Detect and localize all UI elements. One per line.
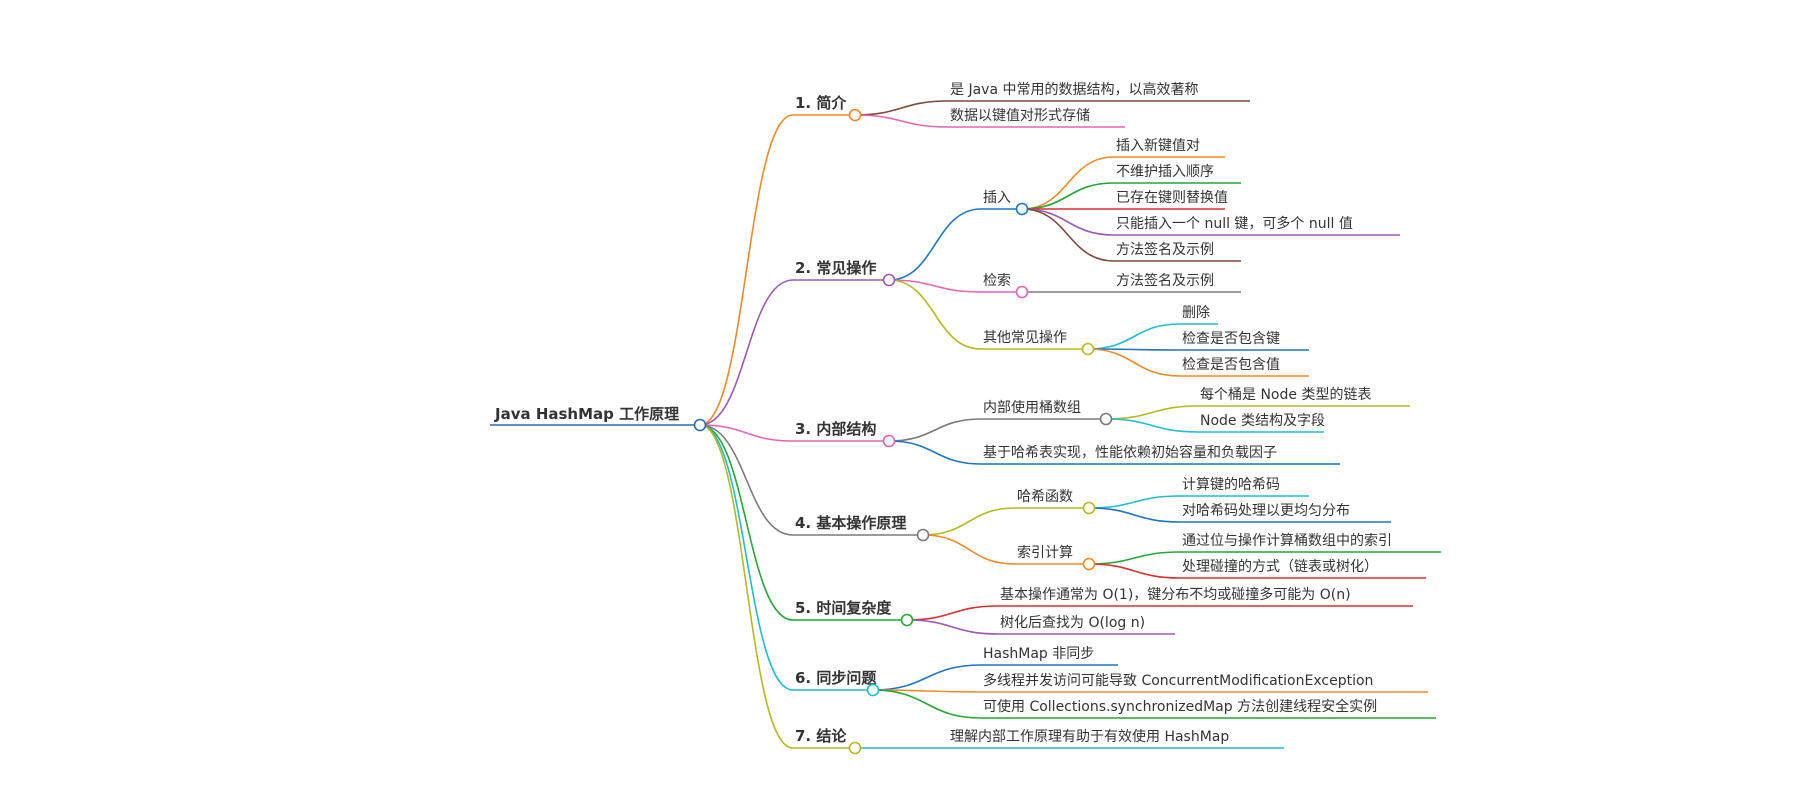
link-child-4-1-leaf-2 bbox=[1088, 507, 1181, 523]
collapse-dot-branch-5[interactable] bbox=[900, 613, 914, 627]
child-label-3-1: 内部使用桶数组 bbox=[983, 399, 1081, 416]
collapse-dot-branch-1[interactable] bbox=[848, 108, 862, 122]
link-root-branch-7 bbox=[699, 424, 794, 749]
link-root-branch-6 bbox=[699, 424, 794, 691]
link-branch-6-child-1 bbox=[872, 664, 982, 691]
link-child-2-3-leaf-1 bbox=[1087, 323, 1181, 350]
child-label-3-2: 基于哈希表实现，性能依赖初始容量和负载因子 bbox=[983, 444, 1277, 461]
link-branch-3-child-1 bbox=[888, 418, 982, 442]
collapse-dot-branch-4[interactable] bbox=[916, 528, 930, 542]
collapse-dot-branch-7[interactable] bbox=[848, 741, 862, 755]
child-label-6-1: HashMap 非同步 bbox=[983, 646, 1094, 662]
branch-label-6: 6. 同步问题 bbox=[795, 669, 877, 687]
mindmap-links bbox=[490, 100, 1441, 749]
link-branch-6-child-2 bbox=[872, 689, 982, 693]
leaf-label-4-1-1: 计算键的哈希码 bbox=[1182, 477, 1280, 493]
leaf-label-3-1-2: Node 类结构及字段 bbox=[1200, 413, 1325, 429]
branch-label-1: 1. 简介 bbox=[795, 94, 847, 112]
child-label-6-3: 可使用 Collections.synchronizedMap 方法创建线程安全… bbox=[983, 698, 1377, 715]
leaf-label-2-3-2: 检查是否包含键 bbox=[1182, 331, 1280, 347]
link-child-2-1-leaf-4 bbox=[1021, 208, 1115, 236]
leaf-label-2-1-4: 只能插入一个 null 键，可多个 null 值 bbox=[1116, 215, 1353, 232]
link-child-2-1-leaf-1 bbox=[1021, 156, 1115, 210]
link-branch-6-child-3 bbox=[872, 689, 982, 719]
child-label-4-2: 索引计算 bbox=[1017, 544, 1073, 561]
link-root-branch-1 bbox=[699, 114, 794, 426]
leaf-label-2-1-3: 已存在键则替换值 bbox=[1116, 189, 1228, 206]
link-branch-5-child-1 bbox=[906, 605, 999, 621]
leaf-label-2-1-1: 插入新键值对 bbox=[1116, 138, 1200, 154]
leaf-label-2-3-1: 删除 bbox=[1182, 305, 1210, 321]
leaf-label-2-1-5: 方法签名及示例 bbox=[1116, 241, 1214, 258]
collapse-dot-3-1[interactable] bbox=[1099, 412, 1113, 426]
child-label-6-2: 多线程并发访问可能导致 ConcurrentModificationExcept… bbox=[983, 672, 1373, 689]
collapse-dot-branch-2[interactable] bbox=[882, 273, 896, 287]
child-label-2-2: 检索 bbox=[983, 272, 1011, 289]
child-label-2-3: 其他常见操作 bbox=[983, 330, 1067, 346]
branch-label-2: 2. 常见操作 bbox=[795, 259, 876, 277]
link-root-branch-5 bbox=[699, 424, 794, 621]
leaf-label-2-2-1: 方法签名及示例 bbox=[1116, 272, 1214, 289]
leaf-label-4-2-1: 通过位与操作计算桶数组中的索引 bbox=[1182, 532, 1392, 549]
link-child-4-1-leaf-1 bbox=[1088, 495, 1181, 509]
root-node-label: Java HashMap 工作原理 bbox=[494, 405, 679, 423]
link-branch-1-child-2 bbox=[854, 114, 949, 128]
link-branch-1-child-1 bbox=[854, 100, 949, 116]
collapse-dot-branch-6[interactable] bbox=[866, 683, 880, 697]
link-child-2-1-leaf-5 bbox=[1021, 208, 1115, 262]
link-child-3-1-leaf-2 bbox=[1105, 418, 1199, 433]
link-branch-2-child-1 bbox=[888, 208, 982, 281]
link-child-4-2-leaf-1 bbox=[1088, 551, 1181, 565]
link-root-branch-2 bbox=[699, 279, 794, 426]
leaf-label-2-3-3: 检查是否包含值 bbox=[1182, 357, 1280, 373]
collapse-dot-4-1[interactable] bbox=[1082, 501, 1096, 515]
branch-label-4: 4. 基本操作原理 bbox=[795, 514, 906, 532]
link-branch-3-child-2 bbox=[888, 440, 982, 465]
branch-label-7: 7. 结论 bbox=[795, 727, 847, 745]
collapse-dot-4-2[interactable] bbox=[1082, 557, 1096, 571]
leaf-label-4-2-2: 处理碰撞的方式（链表或树化） bbox=[1182, 559, 1378, 575]
leaf-label-4-1-2: 对哈希码处理以更均匀分布 bbox=[1182, 503, 1350, 519]
link-branch-4-child-1 bbox=[922, 507, 1016, 536]
child-label-5-2: 树化后查找为 O(log n) bbox=[1000, 615, 1145, 631]
child-label-1-2: 数据以键值对形式存储 bbox=[950, 108, 1090, 124]
link-branch-2-child-2 bbox=[888, 279, 982, 293]
collapse-dot-branch-3[interactable] bbox=[882, 434, 896, 448]
leaf-label-2-1-2: 不维护插入顺序 bbox=[1116, 164, 1214, 180]
link-root-branch-3 bbox=[699, 424, 794, 442]
link-branch-5-child-2 bbox=[906, 619, 999, 635]
collapse-dot-2-1[interactable] bbox=[1015, 202, 1029, 216]
branch-label-3: 3. 内部结构 bbox=[795, 420, 876, 438]
link-child-2-3-leaf-3 bbox=[1087, 348, 1181, 377]
link-root-branch-4 bbox=[699, 424, 794, 536]
collapse-dot-2-2[interactable] bbox=[1015, 285, 1029, 299]
mindmap-nodes: Java HashMap 工作原理 1. 简介 是 Java 中常用的数据结构，以高… bbox=[494, 81, 1392, 755]
collapse-dot-2-3[interactable] bbox=[1081, 342, 1095, 356]
link-child-3-1-leaf-1 bbox=[1105, 405, 1199, 420]
link-child-2-1-leaf-2 bbox=[1021, 182, 1115, 210]
link-child-4-2-leaf-2 bbox=[1088, 563, 1181, 579]
link-branch-2-child-3 bbox=[888, 279, 982, 350]
child-label-5-1: 基本操作通常为 O(1)，键分布不均或碰撞多可能为 O(n) bbox=[1000, 586, 1351, 603]
child-label-1-1: 是 Java 中常用的数据结构，以高效著称 bbox=[950, 81, 1198, 98]
child-label-4-1: 哈希函数 bbox=[1017, 489, 1073, 505]
collapse-dot-root[interactable] bbox=[693, 418, 707, 432]
link-branch-4-child-2 bbox=[922, 534, 1016, 565]
child-label-2-1: 插入 bbox=[983, 190, 1011, 206]
leaf-label-3-1-1: 每个桶是 Node 类型的链表 bbox=[1200, 387, 1371, 403]
branch-label-5: 5. 时间复杂度 bbox=[795, 599, 892, 617]
child-label-7-1: 理解内部工作原理有助于有效使用 HashMap bbox=[950, 728, 1229, 745]
